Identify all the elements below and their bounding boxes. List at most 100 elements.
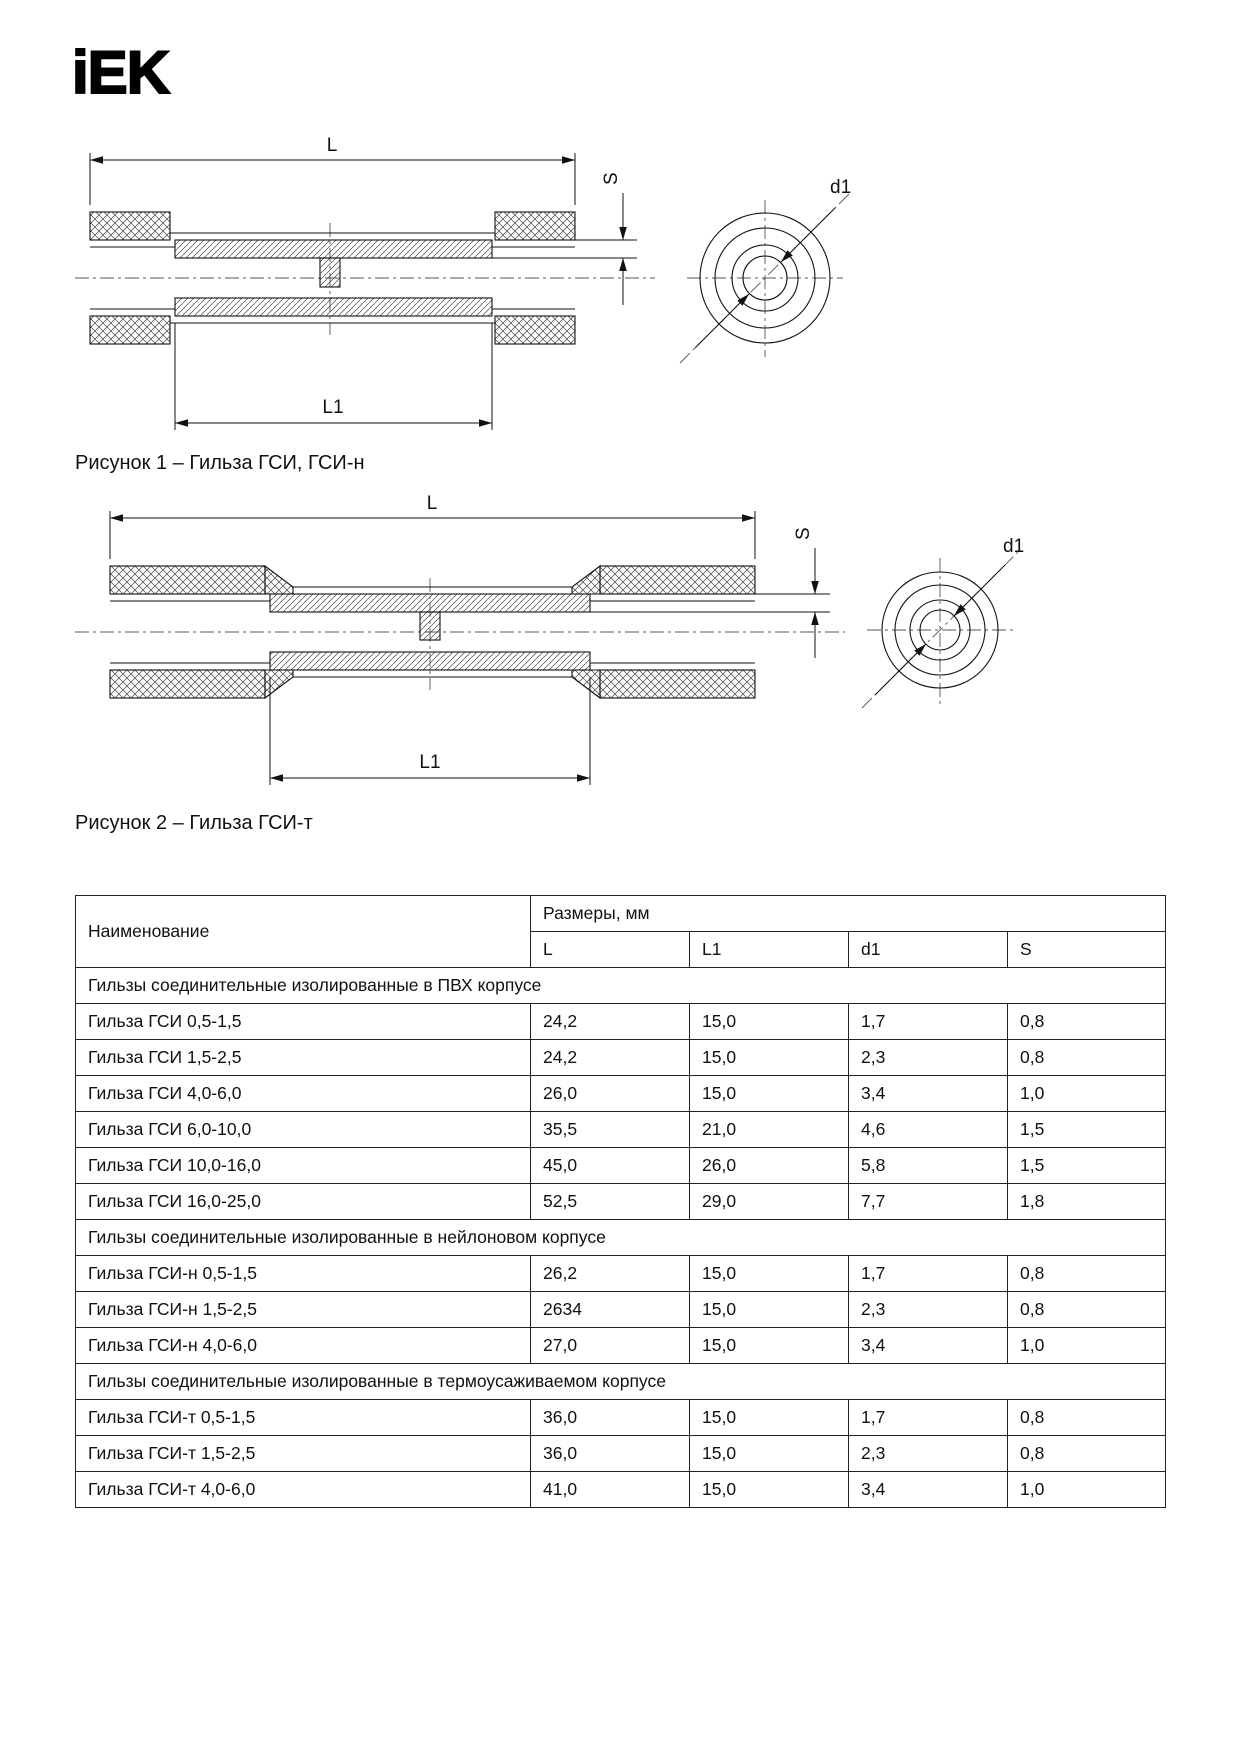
- row-value-cell: 26,2: [530, 1255, 690, 1292]
- row-value-cell: 41,0: [530, 1471, 690, 1508]
- row-value-cell: 24,2: [530, 1039, 690, 1076]
- table-section-row: Гильзы соединительные изолированные в не…: [74, 1219, 1167, 1256]
- row-name-cell: Гильза ГСИ 1,5-2,5: [75, 1039, 531, 1076]
- figure1-caption: Рисунок 1 – Гильза ГСИ, ГСИ-н: [75, 452, 365, 474]
- row-value-cell: 15,0: [689, 1003, 849, 1040]
- row-value-cell: 15,0: [689, 1039, 849, 1076]
- row-value-cell: 26,0: [530, 1075, 690, 1112]
- row-name-cell: Гильза ГСИ-т 1,5-2,5: [75, 1435, 531, 1472]
- row-value-cell: 0,8: [1006, 1039, 1167, 1076]
- row-value-cell: 27,0: [530, 1327, 690, 1364]
- fig2-dim-label-L1: L1: [419, 752, 440, 773]
- col-header-sizes: Размеры, мм: [529, 895, 1167, 932]
- table-subheader-row: L L1 d1 S: [76, 931, 1167, 968]
- row-value-cell: 15,0: [689, 1255, 849, 1292]
- row-value-cell: 26,0: [689, 1147, 849, 1184]
- row-value-cell: 2,3: [848, 1291, 1008, 1328]
- row-value-cell: 3,4: [848, 1075, 1008, 1112]
- col-header-S: S: [1006, 931, 1167, 968]
- table-section-title: Гильзы соединительные изолированные в те…: [74, 1363, 1167, 1400]
- row-value-cell: 36,0: [530, 1399, 690, 1436]
- row-value-cell: 24,2: [530, 1003, 690, 1040]
- row-name-cell: Гильза ГСИ-н 4,0-6,0: [75, 1327, 531, 1364]
- row-value-cell: 1,0: [1006, 1471, 1167, 1508]
- row-value-cell: 52,5: [530, 1183, 690, 1220]
- row-name-cell: Гильза ГСИ 10,0-16,0: [75, 1147, 531, 1184]
- fig1-dim-label-L: L: [327, 135, 338, 156]
- row-value-cell: 29,0: [689, 1183, 849, 1220]
- table-section-row: Гильзы соединительные изолированные в ПВ…: [74, 967, 1167, 1004]
- col-header-d1: d1: [848, 931, 1008, 968]
- row-value-cell: 4,6: [848, 1111, 1008, 1148]
- row-value-cell: 1,7: [848, 1399, 1008, 1436]
- fig1-dim-label-S: S: [601, 172, 622, 185]
- row-name-cell: Гильза ГСИ 6,0-10,0: [75, 1111, 531, 1148]
- row-value-cell: 0,8: [1006, 1003, 1167, 1040]
- row-value-cell: 5,8: [848, 1147, 1008, 1184]
- table-body: Гильзы соединительные изолированные в ПВ…: [74, 967, 1167, 1508]
- table-section-title: Гильзы соединительные изолированные в ПВ…: [74, 967, 1167, 1004]
- figure2-caption: Рисунок 2 – Гильза ГСИ-т: [75, 812, 313, 834]
- row-value-cell: 1,5: [1006, 1147, 1167, 1184]
- fig2-dim-label-S: S: [793, 527, 814, 540]
- row-value-cell: 21,0: [689, 1111, 849, 1148]
- iek-logo: iEK: [71, 38, 171, 107]
- fig1-dim-label-L1: L1: [322, 397, 343, 418]
- table-section-title: Гильзы соединительные изолированные в не…: [74, 1219, 1167, 1256]
- row-value-cell: 35,5: [530, 1111, 690, 1148]
- row-name-cell: Гильза ГСИ-т 4,0-6,0: [75, 1471, 531, 1508]
- col-header-L: L: [530, 931, 690, 968]
- row-value-cell: 1,5: [1006, 1111, 1167, 1148]
- fig2-dim-label-d1: d1: [1003, 536, 1024, 557]
- row-value-cell: 15,0: [689, 1471, 849, 1508]
- row-value-cell: 3,4: [848, 1327, 1008, 1364]
- col-header-name: Наименование: [75, 895, 531, 968]
- row-value-cell: 15,0: [689, 1075, 849, 1112]
- table-section-row: Гильзы соединительные изолированные в те…: [74, 1363, 1167, 1400]
- row-name-cell: Гильза ГСИ-т 0,5-1,5: [75, 1399, 531, 1436]
- row-value-cell: 15,0: [689, 1399, 849, 1436]
- row-value-cell: 2,3: [848, 1435, 1008, 1472]
- row-value-cell: 15,0: [689, 1327, 849, 1364]
- row-value-cell: 1,8: [1006, 1183, 1167, 1220]
- row-name-cell: Гильза ГСИ 4,0-6,0: [75, 1075, 531, 1112]
- figure2-drawing: L S L1 d1: [75, 493, 1024, 785]
- row-name-cell: Гильза ГСИ 16,0-25,0: [75, 1183, 531, 1220]
- row-value-cell: 0,8: [1006, 1255, 1167, 1292]
- row-value-cell: 15,0: [689, 1291, 849, 1328]
- row-value-cell: 45,0: [530, 1147, 690, 1184]
- row-value-cell: 2634: [530, 1291, 690, 1328]
- dimensions-table: Наименование Размеры, мм L L1 d1 S Гильз…: [74, 895, 1167, 1508]
- row-name-cell: Гильза ГСИ 0,5-1,5: [75, 1003, 531, 1040]
- row-value-cell: 1,7: [848, 1255, 1008, 1292]
- figure1-drawing: L S L1 d1: [75, 135, 851, 430]
- row-value-cell: 36,0: [530, 1435, 690, 1472]
- col-header-L1: L1: [689, 931, 849, 968]
- fig2-dim-label-L: L: [427, 493, 438, 514]
- row-name-cell: Гильза ГСИ-н 1,5-2,5: [75, 1291, 531, 1328]
- row-value-cell: 1,0: [1006, 1075, 1167, 1112]
- row-value-cell: 1,7: [848, 1003, 1008, 1040]
- row-value-cell: 0,8: [1006, 1399, 1167, 1436]
- fig1-dim-label-d1: d1: [830, 177, 851, 198]
- row-value-cell: 2,3: [848, 1039, 1008, 1076]
- row-name-cell: Гильза ГСИ-н 0,5-1,5: [75, 1255, 531, 1292]
- row-value-cell: 3,4: [848, 1471, 1008, 1508]
- table-header-row: Наименование Размеры, мм: [75, 895, 1167, 968]
- row-value-cell: 0,8: [1006, 1435, 1167, 1472]
- row-value-cell: 7,7: [848, 1183, 1008, 1220]
- row-value-cell: 1,0: [1006, 1327, 1167, 1364]
